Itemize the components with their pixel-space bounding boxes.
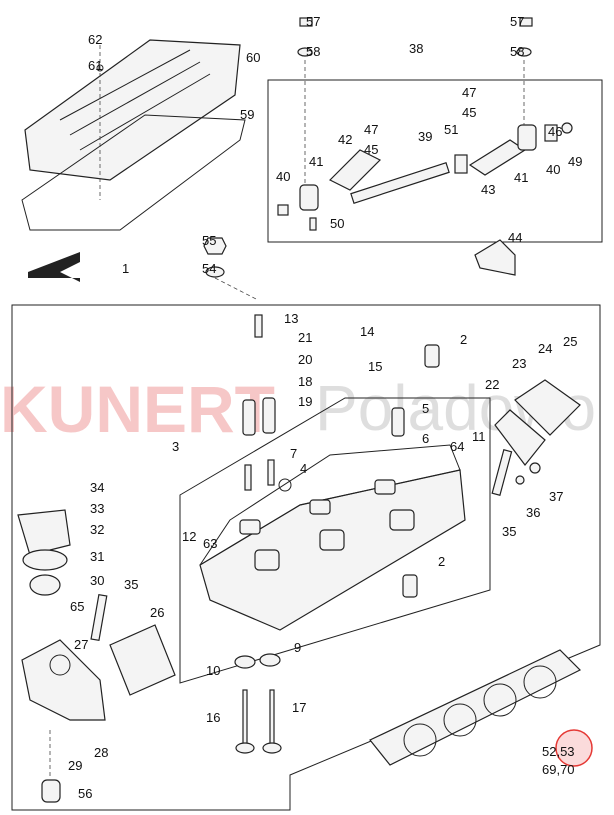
- callout-label[interactable]: 25: [563, 334, 577, 349]
- side-covers: [491, 379, 581, 496]
- callout-label[interactable]: 65: [70, 599, 84, 614]
- callout-label[interactable]: 61: [88, 58, 102, 73]
- callout-label[interactable]: 18: [298, 374, 312, 389]
- callout-label[interactable]: 1: [122, 261, 129, 276]
- main-frame: [11, 304, 601, 811]
- callout-label[interactable]: 55: [202, 233, 216, 248]
- callout-label[interactable]: 47: [364, 122, 378, 137]
- callout-label[interactable]: 28: [94, 745, 108, 760]
- valve-cover: [21, 39, 246, 231]
- callout-label[interactable]: 13: [284, 311, 298, 326]
- callout-label[interactable]: 41: [309, 154, 323, 169]
- callout-label[interactable]: 52,53: [542, 744, 575, 759]
- callout-label[interactable]: 63: [203, 536, 217, 551]
- callout-label[interactable]: 37: [549, 489, 563, 504]
- callout-label[interactable]: 35: [502, 524, 516, 539]
- callout-label[interactable]: 45: [462, 105, 476, 120]
- callout-label[interactable]: 6: [422, 431, 429, 446]
- callout-label[interactable]: 36: [526, 505, 540, 520]
- callout-label[interactable]: 43: [481, 182, 495, 197]
- callout-label[interactable]: 3: [172, 439, 179, 454]
- callout-label[interactable]: 32: [90, 522, 104, 537]
- callout-label[interactable]: 54: [202, 261, 216, 276]
- callout-label[interactable]: 64: [450, 439, 464, 454]
- callout-label[interactable]: 4: [300, 461, 307, 476]
- callout-label[interactable]: 2: [460, 332, 467, 347]
- callout-label[interactable]: 5: [422, 401, 429, 416]
- callout-label[interactable]: 58: [306, 44, 320, 59]
- callout-label[interactable]: 12: [182, 529, 196, 544]
- callout-label[interactable]: 35: [124, 577, 138, 592]
- callout-label[interactable]: 40: [546, 162, 560, 177]
- callout-label[interactable]: 22: [485, 377, 499, 392]
- callout-label[interactable]: 38: [409, 41, 423, 56]
- callout-label[interactable]: 19: [298, 394, 312, 409]
- callout-label[interactable]: 44: [508, 230, 522, 245]
- callout-label[interactable]: 20: [298, 352, 312, 367]
- rocker-assembly: [277, 17, 573, 276]
- callout-label[interactable]: 23: [512, 356, 526, 371]
- callout-label[interactable]: 26: [150, 605, 164, 620]
- callout-label[interactable]: 15: [368, 359, 382, 374]
- cylinder-head-frame: [179, 397, 491, 684]
- callout-label[interactable]: 16: [206, 710, 220, 725]
- callout-label[interactable]: 33: [90, 501, 104, 516]
- callout-label[interactable]: 14: [360, 324, 374, 339]
- callout-label[interactable]: 59: [240, 107, 254, 122]
- callout-label[interactable]: 41: [514, 170, 528, 185]
- callout-label[interactable]: 31: [90, 549, 104, 564]
- callout-label[interactable]: 34: [90, 480, 104, 495]
- callout-label[interactable]: 29: [68, 758, 82, 773]
- cylinder-head: [199, 314, 466, 754]
- callout-label[interactable]: 27: [74, 637, 88, 652]
- thermostat-housing: [17, 509, 176, 803]
- callout-label[interactable]: 42: [338, 132, 352, 147]
- callout-label[interactable]: 60: [246, 50, 260, 65]
- callout-label[interactable]: 56: [78, 786, 92, 801]
- callout-label[interactable]: 30: [90, 573, 104, 588]
- callout-label[interactable]: 51: [444, 122, 458, 137]
- callout-label[interactable]: 69,70: [542, 762, 575, 777]
- callout-label[interactable]: 62: [88, 32, 102, 47]
- callout-label[interactable]: 50: [330, 216, 344, 231]
- rocker-frame: [267, 79, 603, 243]
- callout-label[interactable]: 57: [510, 14, 524, 29]
- callout-label[interactable]: 49: [568, 154, 582, 169]
- callout-label[interactable]: 58: [510, 44, 524, 59]
- callout-label[interactable]: 9: [294, 640, 301, 655]
- head-gasket: [369, 649, 582, 766]
- front-arrow-icon: [28, 252, 80, 282]
- callout-label[interactable]: 57: [306, 14, 320, 29]
- callout-label[interactable]: 21: [298, 330, 312, 345]
- callout-label[interactable]: 46: [548, 124, 562, 139]
- callout-label[interactable]: 24: [538, 341, 552, 356]
- watermark-brand: KUNERT: [0, 372, 275, 446]
- callout-label[interactable]: 7: [290, 446, 297, 461]
- callout-label[interactable]: 40: [276, 169, 290, 184]
- callout-label[interactable]: 17: [292, 700, 306, 715]
- callout-label[interactable]: 39: [418, 129, 432, 144]
- nut-washer: [203, 237, 259, 301]
- callout-label[interactable]: 45: [364, 142, 378, 157]
- callout-label[interactable]: 10: [206, 663, 220, 678]
- highlight-marker: [555, 729, 593, 767]
- callout-label[interactable]: 11: [472, 429, 486, 444]
- callout-label[interactable]: 47: [462, 85, 476, 100]
- callout-label[interactable]: 2: [438, 554, 445, 569]
